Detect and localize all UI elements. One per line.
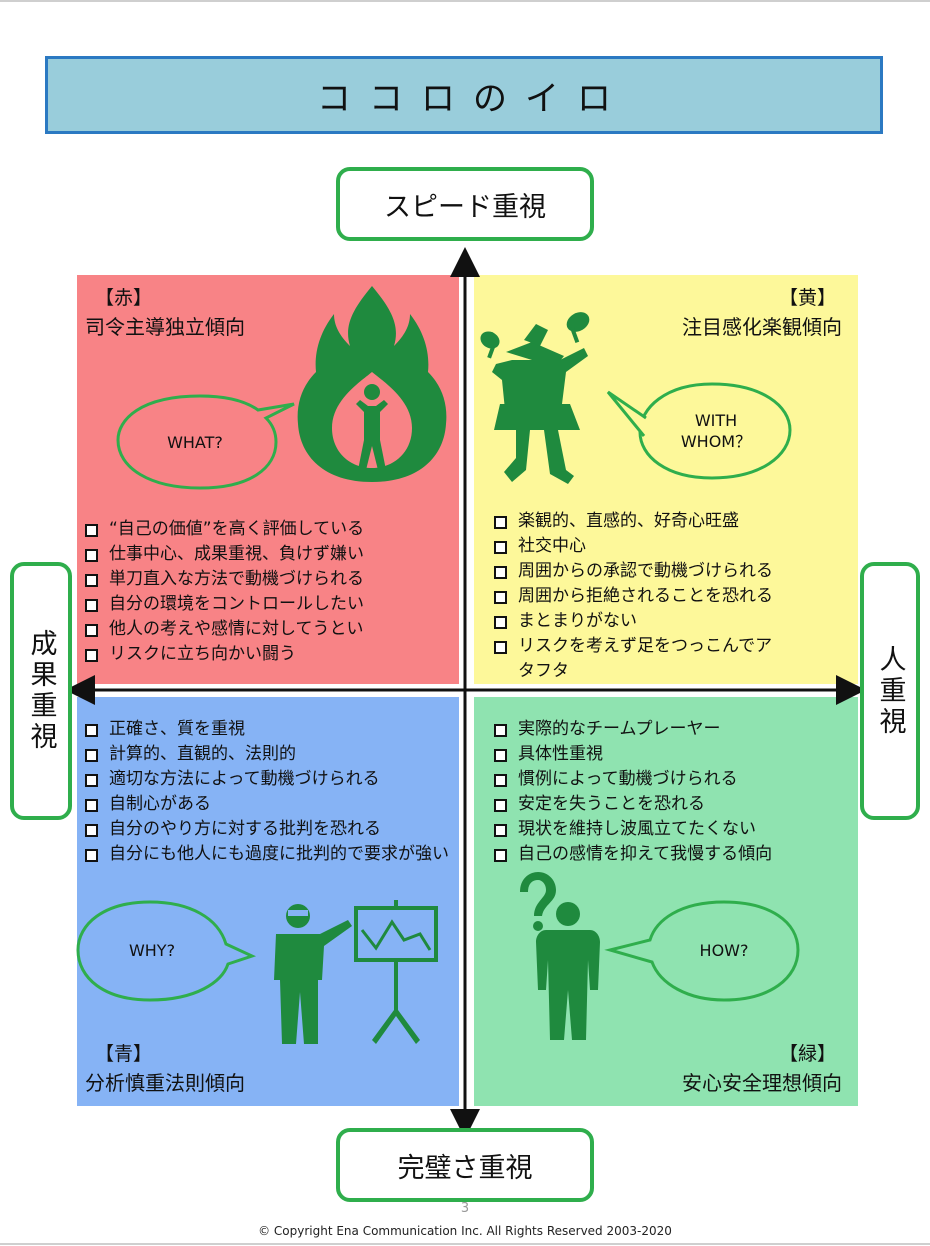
trait-item: 正確さ、質を重視 [81, 717, 451, 742]
trait-item: 周囲からの承認で動機づけられる [490, 559, 810, 584]
quadrant-yellow-tag: 【黄】 [778, 287, 836, 309]
quadrant-blue-name: 分析慎重法則傾向 [85, 1071, 245, 1095]
quadrant-blue-traits: 正確さ、質を重視 計算的、直観的、法則的 適切な方法によって動機づけられる 自制… [81, 717, 451, 867]
bubble-yellow-line2: WHOM？ [680, 432, 752, 451]
trait-item: 自己の感情を抑えて我慢する傾向 [490, 842, 772, 867]
speech-bubble-red [116, 394, 295, 490]
speech-bubble-yellow [606, 382, 792, 480]
bubble-red-text: WHAT? [167, 432, 223, 452]
trait-item: 慣例によって動機づけられる [490, 767, 772, 792]
trait-item: “自己の価値”を高く評価している [81, 517, 364, 542]
trait-item: 実際的なチームプレーヤー [490, 717, 772, 742]
trait-item: 計算的、直観的、法則的 [81, 742, 451, 767]
trait-item: 社交中心 [490, 534, 810, 559]
bubble-yellow-text: WITH WHOM？ [656, 408, 776, 454]
trait-item: 現状を維持し波風立てたくない [490, 817, 772, 842]
trait-item: リスクに立ち向かい闘う [81, 642, 364, 667]
trait-item: 自分にも他人にも過度に批判的で要求が強い [81, 842, 449, 867]
maracas-dancer-icon [480, 312, 590, 484]
speech-bubble-blue [76, 900, 257, 1002]
bubble-green-text: HOW? [699, 940, 749, 960]
page-title: ココロのイロ [317, 78, 629, 119]
quadrant-yellow-name: 注目感化楽観傾向 [682, 315, 842, 339]
axis-label-results: 成果重視 [10, 562, 72, 820]
copyright-notice: © Copyright Ena Communication Inc. All R… [258, 1224, 672, 1238]
quadrant-yellow-traits: 楽観的、直感的、好奇心旺盛 社交中心 周囲からの承認で動機づけられる 周囲から拒… [490, 509, 810, 684]
bubble-blue-text: WHY? [128, 940, 176, 960]
page-number: 3 [460, 1201, 470, 1216]
trait-item: リスクを考えず足をつっこんでアタフタ [490, 634, 788, 684]
axis-label-speed: スピード重視 [336, 167, 594, 241]
trait-item: 自分の環境をコントロールしたい [81, 592, 364, 617]
quadrant-green: 実際的なチームプレーヤー 具体性重視 慣例によって動機づけられる 安定を失うこと… [474, 697, 858, 1106]
trait-item: まとまりがない [490, 609, 810, 634]
trait-item: 周囲から拒絶されることを恐れる [490, 584, 810, 609]
axis-label-perfection: 完璧さ重視 [336, 1128, 594, 1202]
trait-item: 自制心がある [81, 792, 451, 817]
quadrant-green-tag: 【緑】 [778, 1043, 836, 1065]
quadrant-blue-tag: 【青】 [95, 1043, 153, 1065]
speech-bubble-green [604, 900, 800, 1002]
trait-item: 仕事中心、成果重視、負けず嫌い [81, 542, 364, 567]
axis-label-people: 人重視 [860, 562, 920, 820]
quadrant-red-traits: “自己の価値”を高く評価している 仕事中心、成果重視、負けず嫌い 単刀直入な方法… [81, 517, 364, 667]
quadrant-green-traits: 実際的なチームプレーヤー 具体性重視 慣例によって動機づけられる 安定を失うこと… [490, 717, 772, 867]
flame-person-icon [297, 286, 447, 482]
trait-item: 具体性重視 [490, 742, 772, 767]
title-banner: ココロのイロ [45, 56, 883, 134]
trait-item: 他人の考えや感情に対してうとい [81, 617, 364, 642]
trait-item: 適切な方法によって動機づけられる [81, 767, 451, 792]
question-person-icon [520, 872, 600, 1040]
trait-item: 安定を失うことを恐れる [490, 792, 772, 817]
trait-item: 単刀直入な方法で動機づけられる [81, 567, 364, 592]
trait-item: 楽観的、直感的、好奇心旺盛 [490, 509, 810, 534]
presenter-chart-icon [274, 900, 438, 1044]
quadrant-red-name: 司令主導独立傾向 [85, 315, 245, 339]
quadrant-green-name: 安心安全理想傾向 [682, 1071, 842, 1095]
top-rule [0, 0, 930, 2]
quadrant-red-tag: 【赤】 [95, 287, 153, 309]
bottom-rule [0, 1243, 930, 1245]
trait-item: 自分のやり方に対する批判を恐れる [81, 817, 451, 842]
bubble-yellow-line1: WITH [694, 411, 738, 430]
